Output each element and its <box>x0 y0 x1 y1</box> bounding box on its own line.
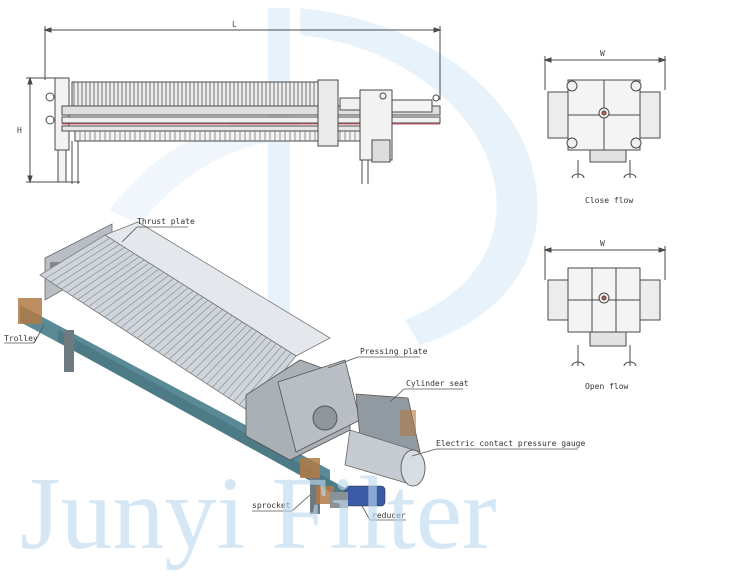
iso-filter-plate <box>179 315 233 367</box>
iso-filter-plate <box>99 268 160 314</box>
callout-trolley: Trolley <box>4 334 38 343</box>
iso-filter-plate <box>222 340 272 395</box>
callout-pressing-plate: Pressing plate <box>360 347 428 356</box>
iso-filter-plate <box>195 324 248 378</box>
iso-filter-plate <box>206 330 258 385</box>
iso-filter-plate <box>77 256 140 300</box>
iso-filter-plate <box>131 287 189 335</box>
close-flow-caption: Close flow <box>585 196 633 205</box>
iso-filter-plate <box>88 262 150 307</box>
iso-filter-plate <box>72 253 135 297</box>
iso-filter-plate <box>61 247 125 290</box>
iso-filter-plate <box>185 318 238 371</box>
callout-sprocket: sprocket <box>252 501 291 510</box>
watermark-text: Junyi Filter <box>20 456 497 571</box>
callout-cylinder-seat: Cylinder seat <box>406 379 469 388</box>
open-flow-view <box>543 246 667 367</box>
side-elevation-view <box>26 26 442 184</box>
callout-reducer: reducer <box>372 511 406 520</box>
iso-filter-plate <box>201 327 253 381</box>
iso-filter-plate <box>233 346 282 402</box>
iso-filter-plate <box>152 299 209 350</box>
iso-filter-plate <box>147 296 204 346</box>
iso-filter-plate <box>125 284 184 332</box>
iso-filter-plate <box>136 290 194 339</box>
iso-filter-plate <box>66 250 130 293</box>
iso-filter-plate <box>39 234 106 276</box>
dim-width-open-label: W <box>600 239 605 248</box>
iso-filter-plate <box>158 302 213 353</box>
dim-height-label: H <box>17 126 22 135</box>
iso-filter-plate <box>168 309 223 360</box>
callout-pressure-gauge: Electric contact pressure gauge <box>436 439 585 448</box>
open-flow-caption: Open flow <box>585 382 629 391</box>
iso-filter-plate <box>142 293 199 343</box>
iso-filter-plate <box>174 312 228 364</box>
isometric-render <box>18 221 426 514</box>
close-flow-view <box>543 56 667 179</box>
iso-filter-plate <box>190 321 243 374</box>
iso-filter-plate <box>212 334 262 388</box>
iso-filter-plate <box>45 237 111 279</box>
iso-filter-plate <box>50 240 115 283</box>
dim-width-close-label: W <box>600 49 605 58</box>
iso-filter-plate <box>217 337 267 392</box>
iso-filter-plate <box>104 271 164 318</box>
iso-filter-plate <box>228 343 277 399</box>
iso-filter-plate <box>82 259 145 304</box>
dim-length-label: L <box>232 20 237 29</box>
iso-filter-plate <box>109 275 169 321</box>
iso-filter-plate <box>55 244 120 286</box>
callout-leaders <box>4 226 578 521</box>
iso-filter-plate <box>93 265 155 311</box>
iso-filter-plate <box>163 306 218 357</box>
iso-filter-plate <box>120 281 179 328</box>
iso-filter-plate <box>115 278 174 325</box>
callout-thrust-plate: Thrust plate <box>137 217 195 226</box>
